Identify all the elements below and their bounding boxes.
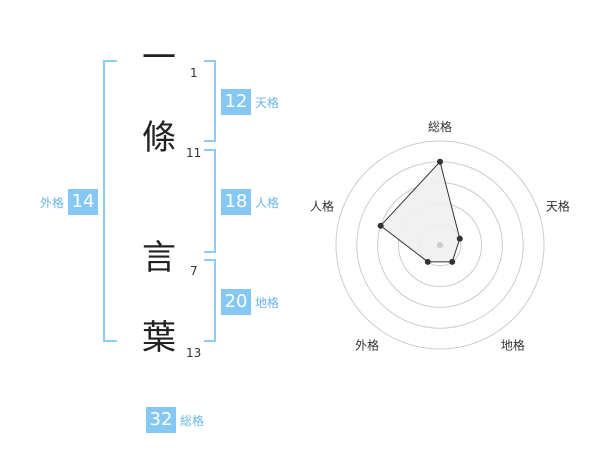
tenkaku-badge: 12 天格 [221, 89, 279, 115]
radar-center-dot [437, 242, 443, 248]
radar-data-polygon [379, 160, 461, 263]
radar-point [377, 222, 384, 229]
stroke-count-2: 11 [186, 146, 202, 160]
soukaku-label: 総格 [180, 413, 205, 428]
kanji-4: 葉 [142, 318, 176, 358]
gaikaku-bracket [103, 60, 117, 342]
radar-point [449, 258, 456, 265]
gaikaku-badge: 外格 14 [40, 189, 99, 215]
stroke-count-1: 1 [190, 66, 198, 80]
radar-axis-label: 天格 [546, 199, 570, 214]
radar-axis-label: 外格 [355, 337, 379, 352]
kanji-3: 言 [142, 238, 176, 278]
radar-point [424, 258, 431, 265]
jinkaku-label: 人格 [255, 195, 280, 210]
tenkaku-value: 12 [221, 89, 251, 115]
kanji-2: 條 [142, 118, 176, 158]
radar-axis-label: 地格 [501, 337, 525, 352]
jinkaku-bracket [204, 149, 216, 253]
chikaku-label: 地格 [255, 295, 280, 310]
jinkaku-value: 18 [221, 189, 251, 215]
stroke-count-4: 13 [186, 346, 202, 360]
tenkaku-label: 天格 [255, 95, 280, 110]
radar-point [437, 158, 443, 165]
soukaku-value: 32 [146, 407, 176, 433]
radar-axis-label: 人格 [310, 199, 334, 214]
gaikaku-value: 14 [68, 189, 99, 215]
radar-grid-ring [335, 140, 545, 350]
jinkaku-badge: 18 人格 [221, 189, 279, 215]
chikaku-bracket [204, 259, 216, 342]
radar-axis-label: 総格 [428, 119, 452, 134]
stroke-count-3: 7 [190, 264, 198, 278]
chikaku-value: 20 [221, 289, 251, 315]
tenkaku-bracket [204, 60, 216, 142]
kanji-1: 一 [142, 38, 176, 78]
gaikaku-label: 外格 [40, 195, 65, 210]
soukaku-badge: 32 総格 [146, 407, 204, 433]
radar-point [456, 235, 463, 242]
radar-points [377, 158, 463, 265]
chikaku-badge: 20 地格 [221, 289, 279, 315]
